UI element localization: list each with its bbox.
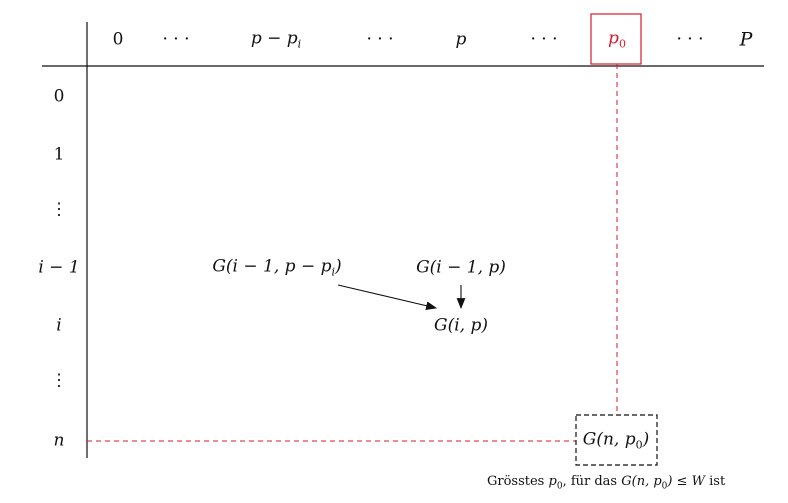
row-label-i-minus-1: i − 1 <box>38 257 80 278</box>
p0-highlight-box <box>590 13 642 65</box>
caption-var-sub: 0 <box>556 481 563 492</box>
arrow-diagonal <box>337 284 438 311</box>
cell-g-im1-p-minus-pi-text: G(i − 1, p − p <box>212 256 332 277</box>
caption-mid: , für das <box>562 474 622 489</box>
caption-expr-end: ) ≤ W <box>667 474 705 489</box>
col-header-dots-2: · · · <box>366 29 394 50</box>
col-header-dots-4: · · · <box>676 29 704 50</box>
cell-g-n-p0-text: G(n, p <box>582 429 636 450</box>
row-label-vdots-2: ⋮ <box>50 370 68 391</box>
col-header-p0: p0 <box>608 28 626 51</box>
caption-post: ist <box>704 474 726 489</box>
cell-g-n-p0-end: ) <box>642 429 650 450</box>
result-cell-box <box>575 414 658 466</box>
col-header-0: 0 <box>112 29 124 50</box>
col-header-dots-3: · · · <box>530 29 558 50</box>
cell-g-im1-p-minus-pi-sub: i <box>331 265 336 279</box>
col-header-dots-1: · · · <box>162 29 190 50</box>
cell-g-im1-p-minus-pi: G(i − 1, p − pi) <box>212 256 342 279</box>
caption-pre: Grösstes <box>487 474 549 489</box>
row-label-0: 0 <box>53 86 65 107</box>
col-header-p0-sub: 0 <box>618 37 626 51</box>
row-label-vdots-1: ⋮ <box>50 199 68 220</box>
cell-g-n-p0-sub: 0 <box>635 438 643 452</box>
cell-g-n-p0: G(n, p0) <box>582 429 650 452</box>
caption-expr: G(n, p <box>621 474 662 489</box>
col-header-p0-base: p <box>608 28 619 49</box>
row-label-i: i <box>56 315 62 336</box>
cell-g-im1-p-minus-pi-end: ) <box>335 256 342 277</box>
result-caption: Grösstes p0, für das G(n, p0) ≤ W ist <box>487 474 725 492</box>
row-label-n: n <box>53 430 65 451</box>
col-header-p-minus-pi: p − pi <box>250 28 302 51</box>
caption-var: p <box>548 474 557 489</box>
col-header-p-minus-pi-text: p − p <box>250 28 298 49</box>
row-label-1: 1 <box>53 144 65 165</box>
col-header-p-minus-pi-sub: i <box>297 37 302 51</box>
col-header-p: p <box>455 29 467 50</box>
caption-expr-sub: 0 <box>661 481 668 492</box>
cell-g-im1-p: G(i − 1, p) <box>416 257 506 278</box>
col-header-P: P <box>739 28 753 51</box>
cell-g-i-p: G(i, p) <box>434 315 488 336</box>
